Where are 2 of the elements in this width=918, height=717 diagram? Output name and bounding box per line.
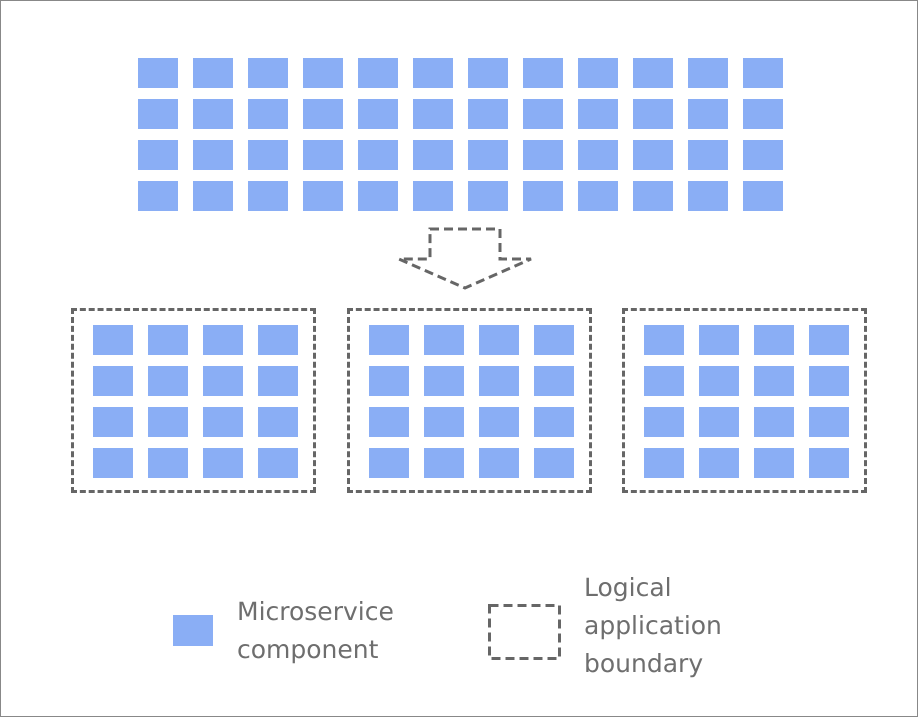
legend-text: Microservice component — [237, 596, 395, 666]
legend-text: Logical application boundary — [584, 572, 723, 680]
